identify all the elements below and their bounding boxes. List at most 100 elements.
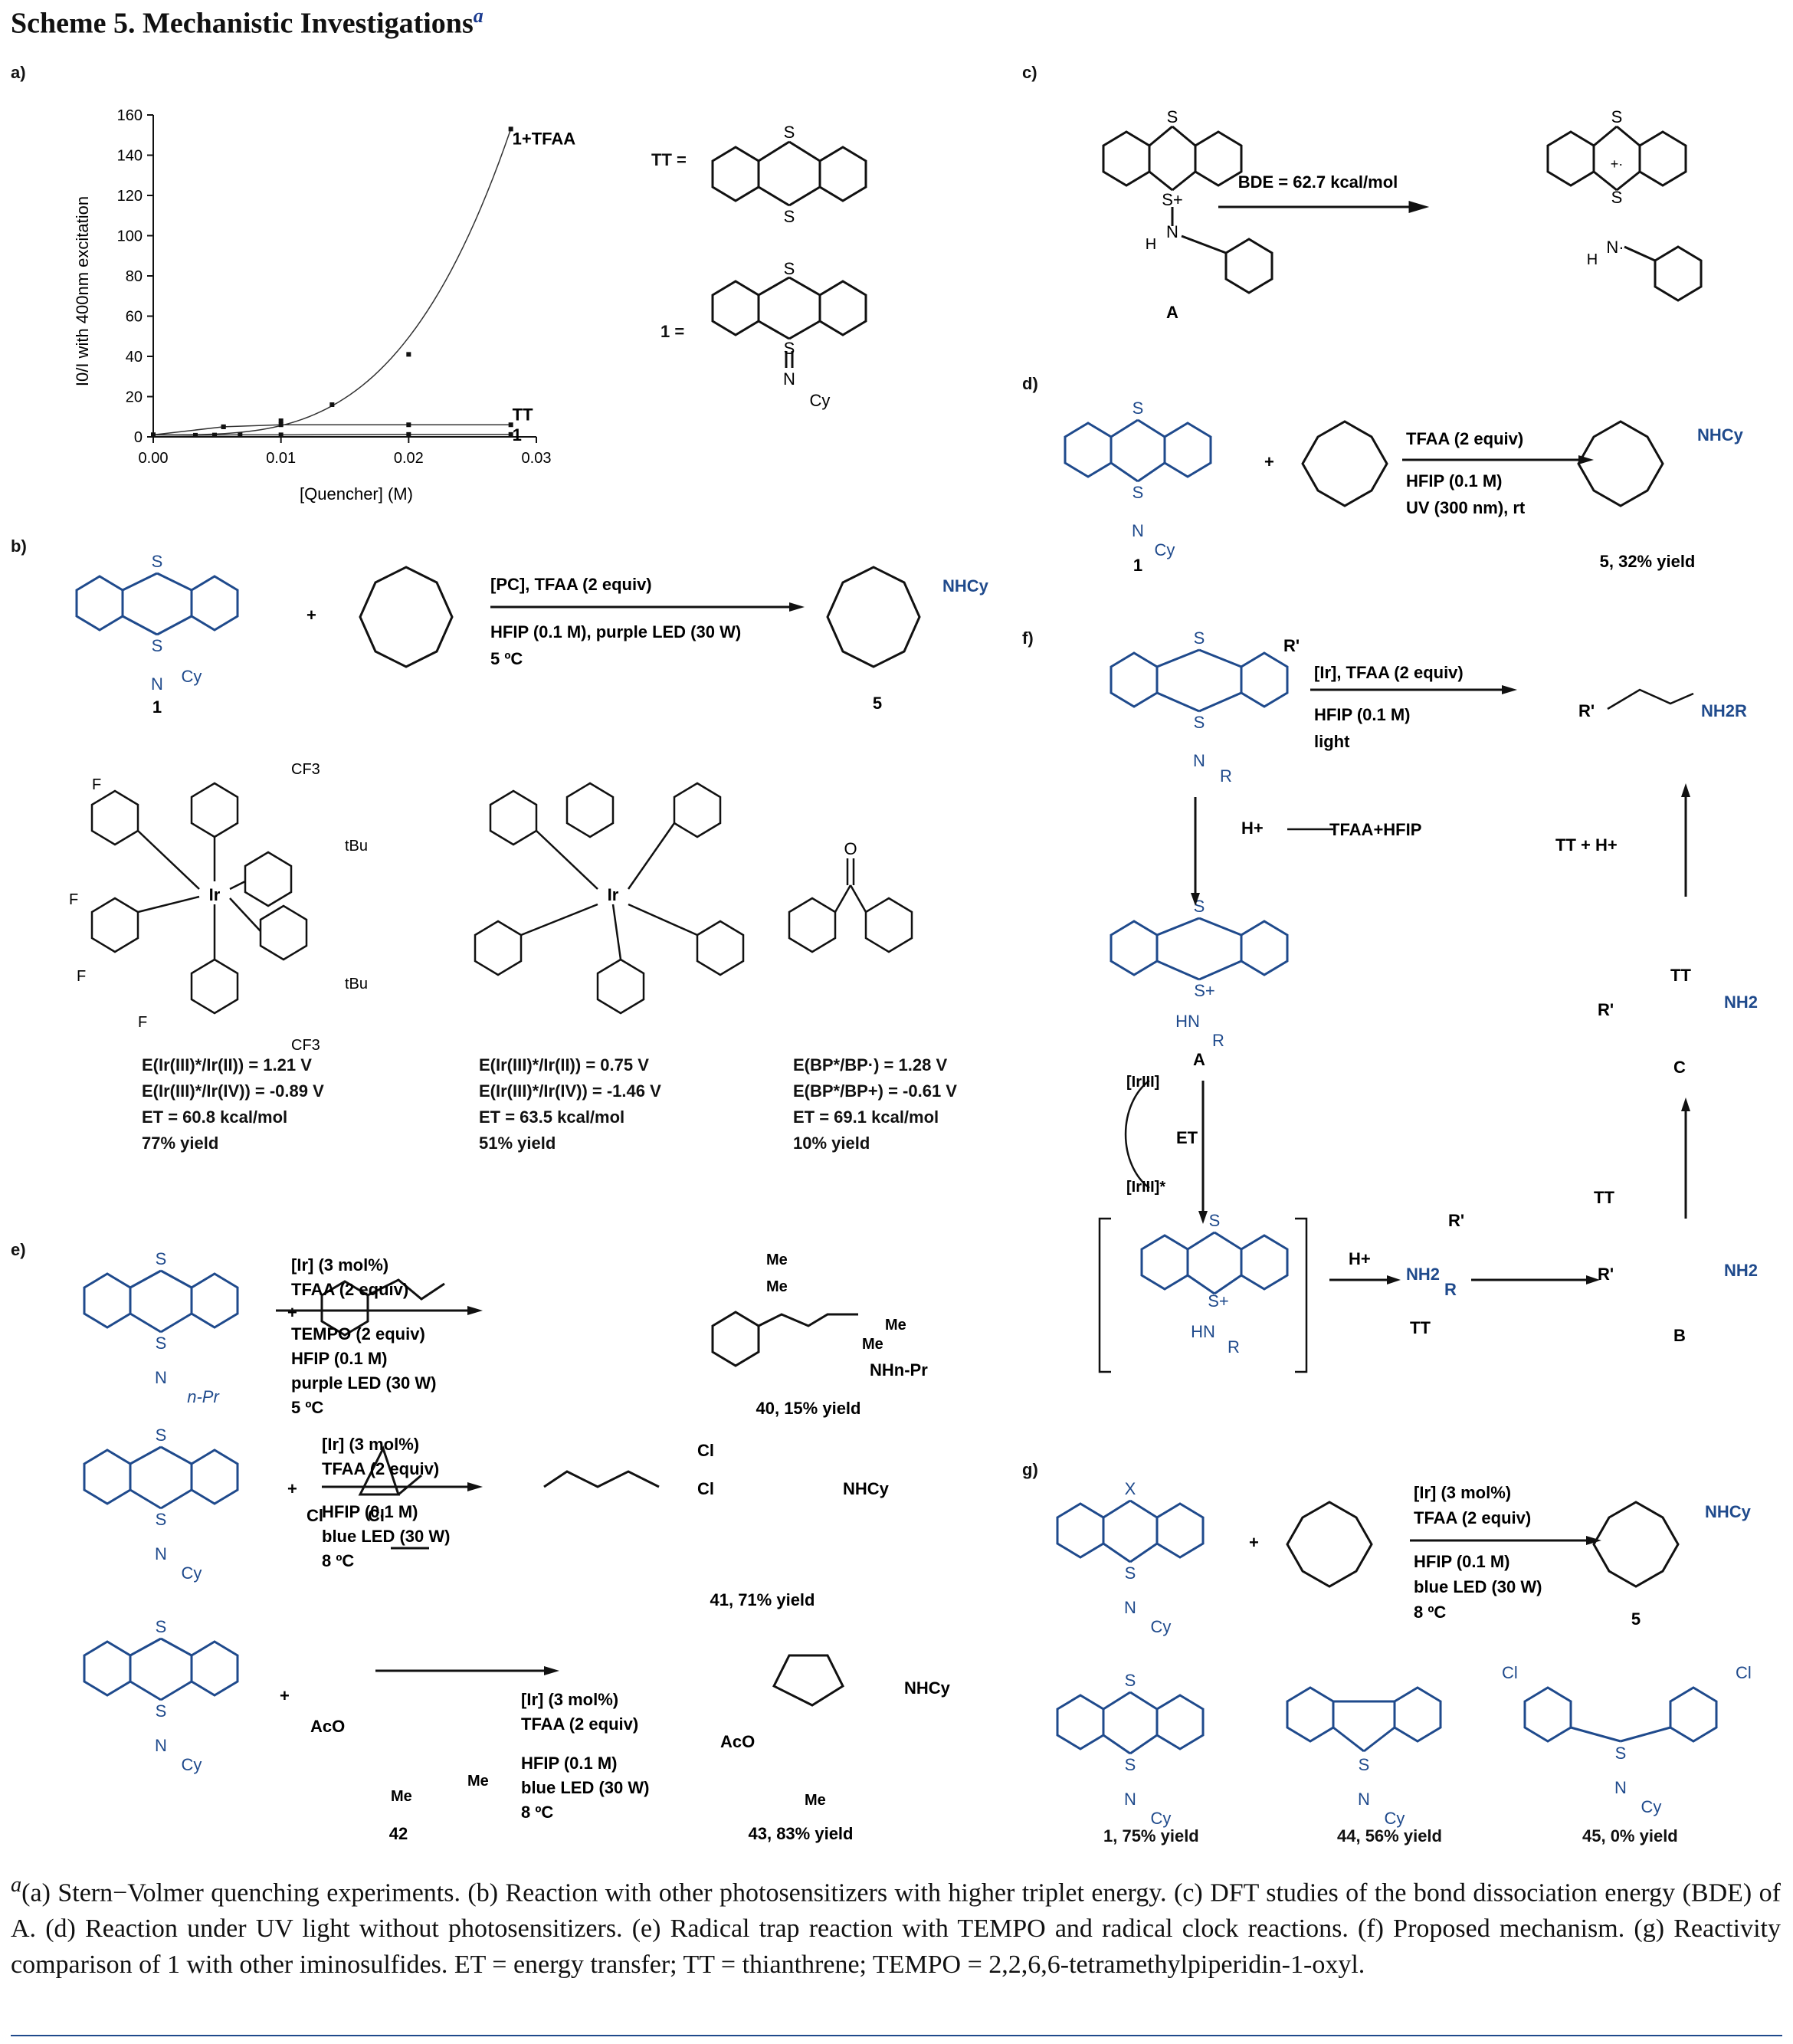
svg-text:blue LED (30 W): blue LED (30 W) [1414,1577,1542,1596]
yield-44: 44, 56% yield [1337,1826,1442,1846]
svg-text:N: N [783,369,795,389]
svg-text:Me: Me [391,1788,412,1805]
y-tick-label: 0 [134,429,143,446]
svg-text:S: S [1125,1755,1136,1774]
svg-text:n-Pr: n-Pr [187,1387,220,1406]
y-tick-label: 120 [117,188,143,205]
svg-text:S: S [1125,1563,1136,1583]
svg-text:Cl: Cl [1736,1663,1752,1682]
s-atom: S [784,207,795,226]
svg-text:1: 1 [1133,556,1142,575]
tt-and-1-structures: S S S S N Cy [711,123,867,410]
panel-d-scheme: S S N Cy 1 + TFAA (2 equiv) HFIP (0.1 M)… [1064,399,1744,575]
svg-text:S: S [156,1510,167,1529]
svg-text:N: N [1132,521,1144,540]
yield-1: 1, 75% yield [1103,1826,1199,1846]
svg-text:R': R' [1578,701,1595,720]
panel-a-label: a) [11,63,26,82]
svg-text:N: N [155,1736,167,1755]
data-point [329,402,335,407]
series-label: TT [513,405,533,424]
data-point [508,422,513,428]
svg-text:TT: TT [1594,1188,1614,1207]
svg-text:TT + H+: TT + H+ [1555,835,1618,855]
svg-text:NHCy: NHCy [1697,425,1744,445]
data-point [278,418,284,423]
svg-text:S: S [156,1334,167,1353]
x-tick-label: 0.01 [266,450,296,467]
panel-e-label: e) [11,1240,26,1259]
svg-text:S: S [152,552,163,571]
svg-text:Cl: Cl [368,1506,385,1525]
svg-text:NH2: NH2 [1724,992,1758,1012]
scheme-title: Scheme 5. Mechanistic Investigationsa [11,5,483,40]
svg-text:R': R' [1448,1211,1464,1230]
svg-text:N: N [1358,1790,1370,1809]
svg-text:+: + [1249,1533,1259,1552]
s-atom: S [784,123,795,142]
svg-text:Ir: Ir [209,885,221,904]
svg-text:AcO: AcO [310,1717,345,1736]
svg-text:S: S [156,1249,167,1268]
series-label: 1+TFAA [513,129,576,148]
svg-text:N: N [1614,1778,1627,1797]
svg-text:R: R [1228,1337,1240,1357]
svg-text:N·: N· [1606,238,1624,257]
svg-text:S+: S+ [1162,190,1183,209]
tt-label: TT = [651,150,687,169]
svg-text:[Ir] (3 mol%): [Ir] (3 mol%) [521,1690,618,1709]
svg-text:NH2: NH2 [1724,1261,1758,1280]
svg-text:5 ºC: 5 ºC [291,1398,323,1417]
svg-text:+: + [1264,452,1274,471]
svg-text:Cl: Cl [697,1479,714,1498]
svg-text:NHn-Pr: NHn-Pr [870,1360,928,1380]
data-point [508,431,513,437]
svg-text:[Ir], TFAA (2 equiv): [Ir], TFAA (2 equiv) [1314,663,1464,682]
svg-text:HFIP (0.1 M): HFIP (0.1 M) [1414,1552,1510,1571]
svg-text:N: N [1166,222,1178,241]
svg-text:Me: Me [805,1792,826,1809]
svg-text:Cy: Cy [1155,540,1175,559]
x-tick-label: 0.02 [394,450,424,467]
svg-text:43, 83% yield: 43, 83% yield [749,1824,854,1843]
svg-text:S: S [1167,107,1178,126]
svg-text:+·: +· [1611,156,1624,172]
svg-text:S: S [1611,107,1623,126]
svg-text:X: X [1125,1479,1136,1498]
svg-text:blue LED (30 W): blue LED (30 W) [322,1527,450,1546]
svg-text:C: C [1673,1058,1686,1077]
svg-text:Cl: Cl [1502,1663,1518,1682]
svg-text:[Ir] (3 mol%): [Ir] (3 mol%) [322,1435,419,1454]
svg-text:R': R' [1598,1000,1614,1019]
svg-text:+: + [287,1303,297,1322]
series-label: 1 [513,425,522,445]
svg-text:Ir: Ir [608,885,619,904]
one-label: 1 = [660,322,685,341]
svg-text:S: S [784,259,795,278]
svg-text:F: F [69,891,78,908]
svg-text:TFAA (2 equiv): TFAA (2 equiv) [322,1459,439,1478]
svg-text:S: S [1359,1755,1370,1774]
svg-text:S: S [156,1617,167,1636]
svg-text:ET: ET [1176,1128,1198,1147]
svg-text:R: R [1220,766,1232,786]
svg-text:R': R' [1598,1265,1614,1284]
svg-text:HN: HN [1175,1012,1200,1031]
svg-text:5 ºC: 5 ºC [490,649,523,668]
svg-text:S: S [156,1701,167,1721]
svg-text:S: S [156,1426,167,1445]
svg-text:8 ºC: 8 ºC [322,1551,354,1570]
x-tick-label: 0.00 [139,450,169,467]
svg-text:Me: Me [862,1336,883,1353]
data-point [278,432,284,438]
svg-text:tBu: tBu [345,976,368,992]
svg-text:NHCy: NHCy [843,1479,890,1498]
svg-text:H+: H+ [1241,819,1264,838]
data-point [212,432,217,438]
svg-text:HFIP (0.1 M): HFIP (0.1 M) [322,1502,418,1521]
svg-text:HFIP (0.1 M): HFIP (0.1 M) [1314,705,1411,724]
svg-text:+: + [306,605,316,625]
svg-text:TFAA (2 equiv): TFAA (2 equiv) [291,1280,408,1299]
